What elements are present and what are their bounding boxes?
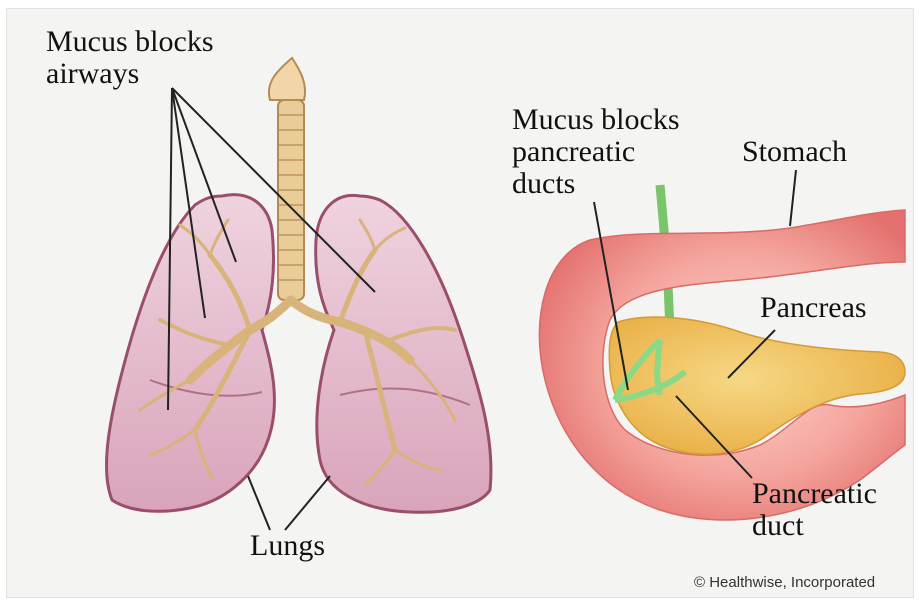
left-lung xyxy=(107,195,275,512)
label-line: Mucus blocks xyxy=(512,104,680,136)
stomach-label: Stomach xyxy=(742,136,847,168)
label-line: duct xyxy=(752,510,877,542)
pancreas-label: Pancreas xyxy=(760,292,867,324)
label-line: Mucus blocks xyxy=(46,26,214,58)
lungs-illustration xyxy=(107,58,491,530)
lungs-pointer-lines xyxy=(248,476,330,530)
label-line: airways xyxy=(46,58,214,90)
label-line: pancreatic xyxy=(512,136,680,168)
copyright-credit: © Healthwise, Incorporated xyxy=(694,574,875,591)
mucus-blocks-ducts-label: Mucus blocks pancreatic ducts xyxy=(512,104,680,200)
stomach-pointer xyxy=(790,170,796,226)
pancreatic-duct-label: Pancreatic duct xyxy=(752,478,877,542)
label-line: Pancreatic xyxy=(752,478,877,510)
lungs-label: Lungs xyxy=(250,530,325,562)
digestive-illustration xyxy=(539,170,905,520)
label-line: ducts xyxy=(512,168,680,200)
mucus-blocks-airways-label: Mucus blocks airways xyxy=(46,26,214,90)
